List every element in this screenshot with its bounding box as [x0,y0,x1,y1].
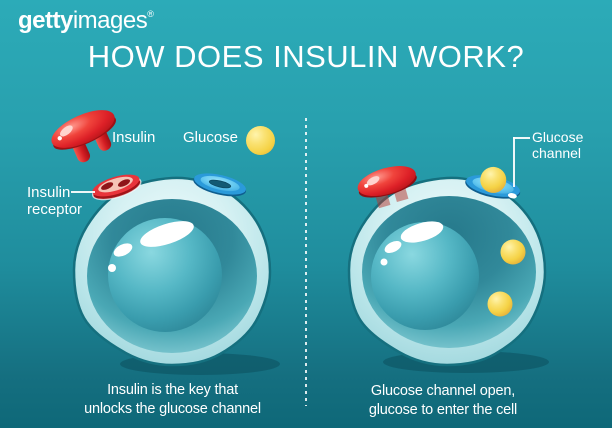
nucleus-gleam [140,221,194,247]
page-title: HOW DOES INSULIN WORK? [87,39,525,74]
nucleus-gleam [400,221,444,243]
insulin-label: Insulin [112,129,156,146]
nucleus-gleam-small [384,241,402,253]
channel-leader-horizontal [513,137,530,139]
insulin-receptor-icon [91,174,142,201]
nucleus-gleam-dot [108,264,116,272]
getty-watermark: gettyimages® [18,7,154,35]
receptor-label: Insulin receptor [27,184,83,219]
glucose-ball-entering [480,166,507,193]
glucose-ball-inside-1 [500,239,526,265]
right-caption-line1: Glucose channel open, [370,383,516,399]
glucose-channel-closed-icon [193,173,247,197]
channel-label-line1: Glucose [532,129,584,145]
watermark-regular: images [72,7,148,34]
cell-illustration-right [347,166,549,373]
receptor-leader-line [71,191,95,193]
registered-mark: ® [147,9,154,19]
glucose-ball-inside-2 [487,291,513,317]
cell-illustration-left [72,173,280,375]
nucleus-gleam-dot [380,258,388,266]
channel-highlight [507,193,517,199]
insulin-docked-icon [357,166,417,209]
nucleus [108,218,222,332]
channel-label: Glucose channel [532,129,584,161]
glucose-icon [246,126,275,155]
insulin-icon [51,110,117,163]
receptor-label-line2: receptor [27,200,83,218]
channel-label-line2: channel [532,144,582,161]
left-caption-line1: Insulin is the key that [107,382,238,398]
right-caption: Glucose channel open, glucose to enter t… [333,382,553,419]
left-caption-line2: unlocks the glucose channel [84,400,261,417]
watermark-bold: getty [18,7,73,34]
receptor-label-line1: Insulin [27,184,71,201]
panel-divider [305,118,307,406]
nucleus-gleam-small [113,243,133,257]
channel-leader-vertical [513,137,515,187]
glucose-label: Glucose [183,129,239,146]
right-caption-line2: glucose to enter the cell [368,401,518,418]
left-caption: Insulin is the key that unlocks the gluc… [60,381,285,418]
glucose-channel-open-icon [465,166,521,199]
